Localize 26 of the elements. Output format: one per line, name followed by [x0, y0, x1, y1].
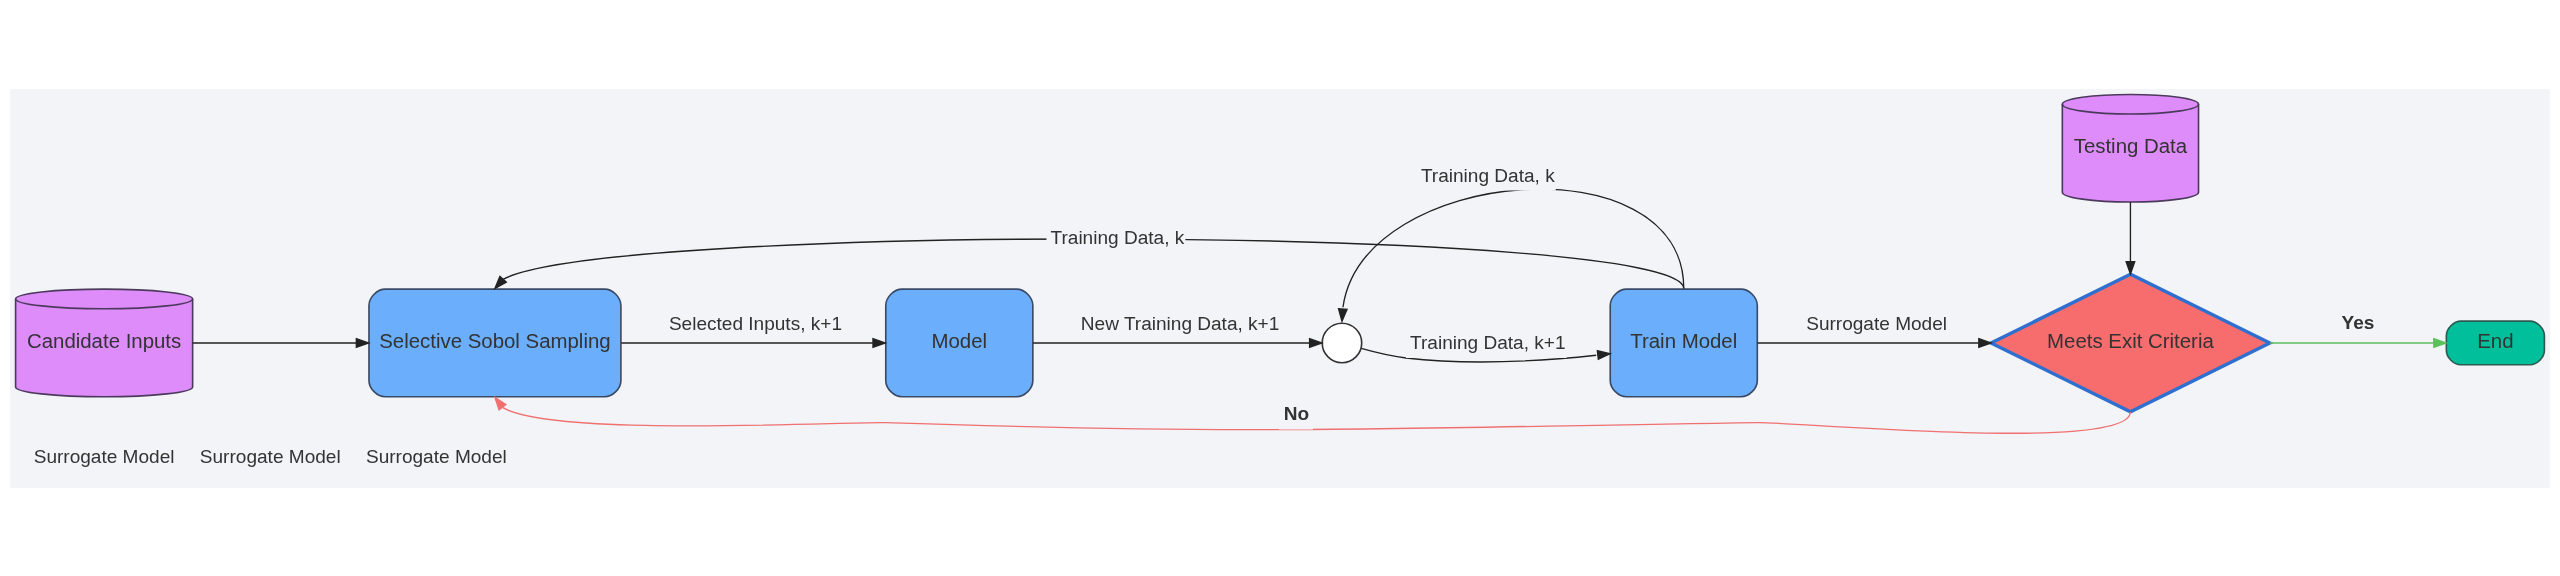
label: Surrogate Model [199, 445, 341, 467]
edge-label: Selected Inputs, k+1 [668, 312, 843, 334]
node-diamond: Meets Exit Criteria [1987, 271, 2274, 414]
node-circle [1321, 321, 1363, 364]
node-box: End [2445, 319, 2546, 366]
edge-label: Surrogate Model [1806, 312, 1948, 334]
edge-label: Training Data, k [1420, 164, 1555, 186]
arrow [191, 337, 371, 348]
arrow [1756, 337, 1994, 348]
arrow [620, 337, 888, 348]
label: Surrogate Model [33, 445, 175, 467]
node-box: Selective Sobol Sampling [368, 287, 622, 398]
arrow [1337, 188, 1685, 323]
arrow [1360, 347, 1613, 363]
arrow [2269, 337, 2449, 348]
node-box: Model [884, 287, 1034, 398]
edge-label: No [1283, 402, 1310, 424]
node-box: Train Model [1609, 287, 1759, 398]
edge-label: Training Data, k [1050, 226, 1185, 248]
edge-label: New Training Data, k+1 [1080, 312, 1280, 334]
label: Surrogate Model [365, 445, 507, 467]
arrow [2125, 200, 2136, 276]
edge-label: Yes [2341, 311, 2375, 333]
edge-label: Training Data, k+1 [1410, 331, 1566, 353]
arrow [1032, 337, 1324, 348]
arrow [493, 395, 2132, 434]
